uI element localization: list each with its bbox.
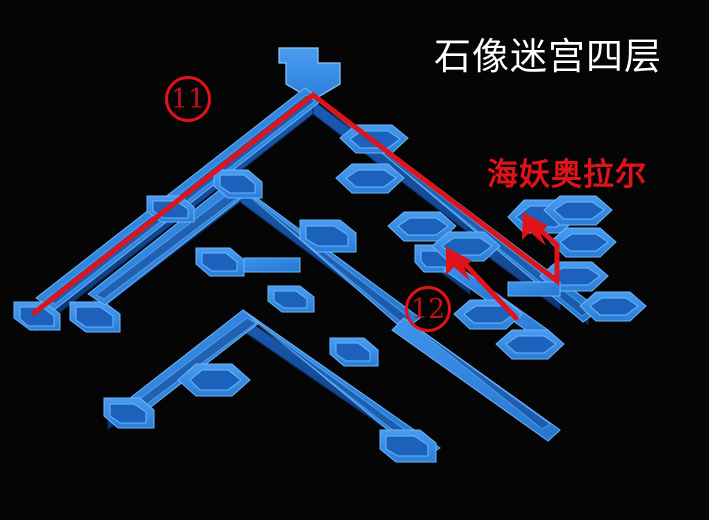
red-route-overlay xyxy=(31,91,560,321)
marker-12[interactable]: 12 xyxy=(405,286,451,332)
red-route-line xyxy=(31,91,560,316)
arrowhead-boss xyxy=(522,212,548,246)
page-title: 石像迷宫四层 xyxy=(434,35,662,78)
red-route-branch xyxy=(460,259,519,321)
arrowhead-12 xyxy=(446,247,472,281)
red-route-arrowheads xyxy=(446,212,548,281)
corridor-mid-connector xyxy=(243,257,301,273)
boss-label: 海妖奥拉尔 xyxy=(487,157,647,193)
corridor-right-connector xyxy=(507,281,561,297)
marker-11[interactable]: 11 xyxy=(165,76,211,122)
